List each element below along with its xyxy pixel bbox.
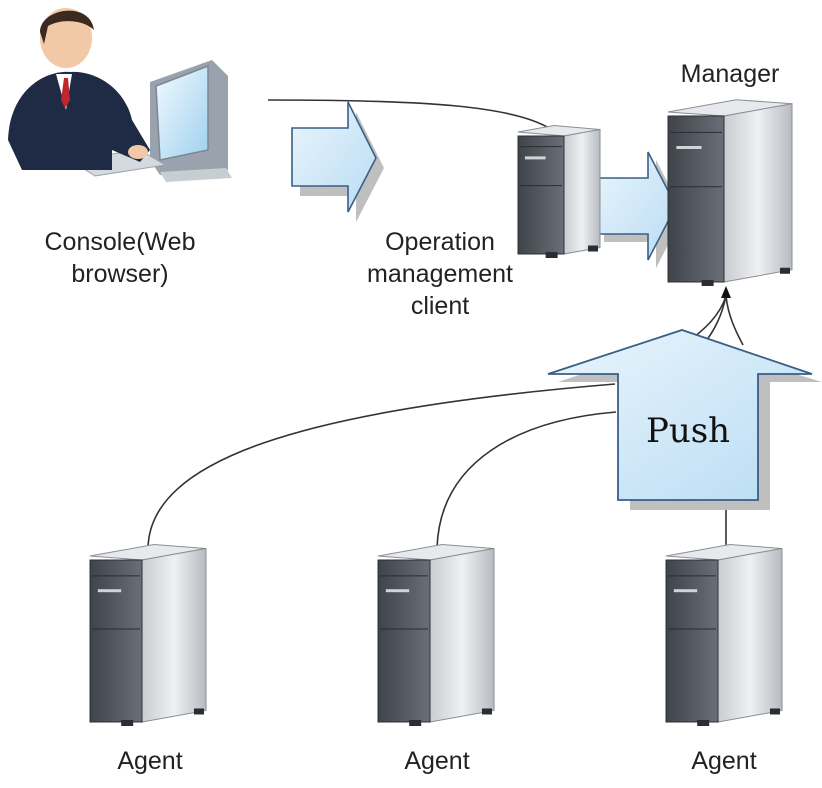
agent-label-2: Agent [404,747,470,775]
client-server-icon [517,125,601,258]
push-to-manager-line-3 [725,295,744,346]
arrow-console-to-client [291,101,384,222]
agent-server-icon-3 [665,543,783,726]
agent-label-1: Agent [117,747,183,775]
agent-label-3: Agent [691,747,757,775]
arrow-client-to-manager [595,151,684,268]
push-arrow: Push [547,329,822,510]
agent-server-icon-1 [89,543,207,726]
console-label: Console(Web browser) [20,226,220,290]
console-label-line-1: Console(Web [44,228,196,256]
console-to-client-line [267,99,556,133]
agent1-to-push-line [147,383,616,549]
servers [89,99,793,726]
client-label: Operation management client [340,226,540,322]
client-label-line-1: Operation [385,228,495,256]
manager-arrowhead [721,286,731,298]
client-label-line-2: management [367,260,513,288]
agent2-to-push-line [436,411,617,549]
push-label: Push [646,411,730,451]
manager-server-icon [667,99,793,286]
client-label-line-3: client [410,292,470,320]
agent-server-icon-2 [377,543,495,726]
console-user-illustration [8,8,232,182]
console-label-line-2: browser) [71,260,169,288]
manager-label: Manager [680,60,780,88]
